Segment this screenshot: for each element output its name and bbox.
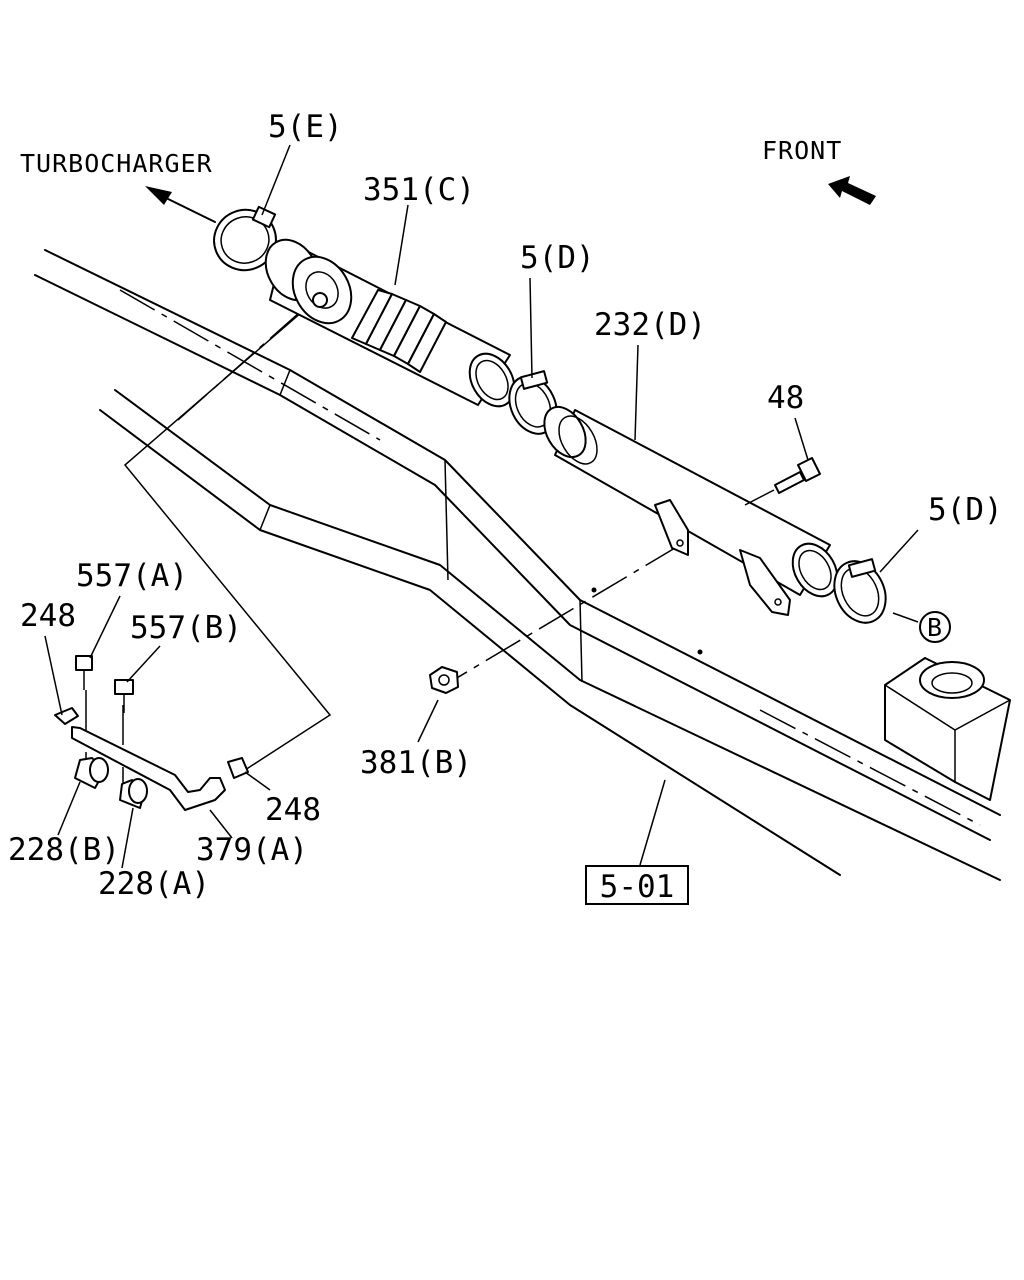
reference-box[interactable]: 5-01 — [585, 865, 689, 905]
clamp-5d-lower — [833, 558, 887, 624]
bolt-48 — [744, 457, 821, 506]
pipe-232d — [543, 405, 839, 616]
hose-379a — [71, 726, 226, 811]
assembly-guides — [85, 304, 681, 790]
turbocharger-arrow — [145, 186, 216, 223]
label-557b: 557(B) — [130, 610, 242, 646]
tank-body — [884, 657, 1011, 801]
label-248-left: 248 — [20, 598, 76, 634]
turbocharger-label: TURBOCHARGER — [20, 149, 213, 178]
clamp-228b — [74, 757, 109, 789]
clip-248-left — [54, 707, 79, 725]
clamp-228a — [119, 778, 148, 809]
label-5d-upper: 5(D) — [520, 240, 595, 276]
clip-248-right — [227, 757, 249, 779]
reference-box-label: 5-01 — [600, 869, 675, 905]
label-232d: 232(D) — [594, 307, 706, 343]
label-381b: 381(B) — [360, 745, 472, 781]
label-48: 48 — [767, 380, 804, 416]
leader-lines — [44, 144, 919, 869]
front-label: FRONT — [762, 136, 842, 165]
label-5e: 5(E) — [268, 109, 343, 145]
ref-b-label: B — [927, 613, 943, 642]
label-379a: 379(A) — [196, 832, 308, 868]
label-5d-lower: 5(D) — [928, 492, 1003, 528]
label-351c: 351(C) — [363, 172, 475, 208]
label-228a: 228(A) — [98, 866, 210, 902]
clamp-5e — [213, 205, 277, 272]
frame-rails — [34, 249, 1001, 881]
bolt-557b — [114, 679, 134, 713]
label-228b: 228(B) — [8, 832, 120, 868]
label-248-right: 248 — [265, 792, 321, 828]
label-557a: 557(A) — [76, 558, 188, 594]
ref-b-marker: B — [919, 611, 951, 643]
front-arrow-icon — [828, 176, 876, 205]
frame-centerline — [119, 289, 981, 826]
bolt-557a — [75, 655, 93, 690]
nut-381b — [429, 666, 459, 694]
hose-351c — [264, 238, 516, 408]
